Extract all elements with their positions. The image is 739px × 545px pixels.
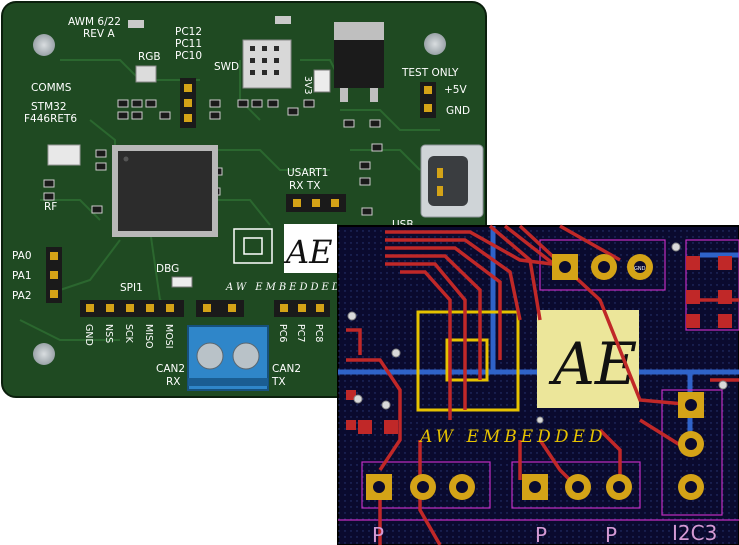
usart-header <box>286 194 346 212</box>
vias <box>347 242 728 424</box>
can-tx-label-2: TX <box>271 376 286 388</box>
smd-component <box>275 16 291 24</box>
test-header <box>420 82 436 118</box>
pc7-label: PC7 <box>295 324 306 342</box>
test-only-label: TEST ONLY <box>401 67 459 79</box>
spi-miso-label: MISO <box>143 324 154 349</box>
v33-label: 3V3 <box>302 76 313 95</box>
layout-logo-icon <box>416 310 520 412</box>
spi-label: SPI1 <box>120 282 143 294</box>
spi-sck-label: SCK <box>123 324 134 344</box>
i2c3-label: I2C3 <box>672 521 717 545</box>
plus5v-label: +5V <box>444 84 467 96</box>
crystal <box>47 144 81 166</box>
mcu-label: STM32 <box>31 101 67 113</box>
pc-low-pin-labels: PC6 PC7 PC8 <box>277 324 324 342</box>
smd-component <box>128 20 144 28</box>
can-tx-label-1: CAN2 <box>272 363 301 375</box>
stm32-mcu <box>112 145 218 237</box>
mounting-hole <box>33 343 55 365</box>
usart-rx-tx-label: RX TX <box>289 180 320 192</box>
comms-label: COMMS <box>31 82 72 94</box>
pc-header <box>180 78 196 128</box>
pc11-label: PC11 <box>175 38 202 50</box>
rgb-led <box>135 65 157 83</box>
pa-header <box>46 247 62 303</box>
rgb-label: RGB <box>138 51 161 63</box>
power-led <box>313 69 331 93</box>
pcb-layout-view: AE <box>337 224 739 545</box>
spi-mosi-label: MOSI <box>163 324 174 349</box>
partial-label-3: P <box>605 523 617 545</box>
pcb-3d-render: AWM 6/22 REV A RGB PC12 PC11 PC10 SWD 3V… <box>1 1 487 398</box>
board-title: AWM 6/22 <box>68 16 121 28</box>
dbg-label: DBG <box>156 263 179 275</box>
mcu-part-label: F446RET6 <box>24 113 77 125</box>
layout-brand-text: AW EMBEDDED <box>418 427 606 447</box>
board-logo-icon <box>233 224 337 273</box>
pa0-label: PA0 <box>12 250 32 262</box>
can-mid-header <box>196 300 244 317</box>
header-pads <box>366 254 704 500</box>
debug-led <box>171 276 193 288</box>
spi-gnd-label: GND <box>83 324 94 346</box>
pc12-label: PC12 <box>175 26 202 38</box>
rf-label: RF <box>44 201 57 213</box>
mounting-hole <box>424 33 446 55</box>
pad-gnd-label: GND <box>634 266 646 272</box>
gnd-label: GND <box>446 105 470 117</box>
can-terminal-block <box>187 325 269 391</box>
board-revision: REV A <box>83 28 115 40</box>
spi-header <box>80 300 184 317</box>
spi-nss-label: NSS <box>103 324 114 343</box>
can-rx-label-1: CAN2 <box>156 363 185 375</box>
board-logo-text: AE <box>283 233 332 271</box>
layout-logo-text: AE <box>548 330 637 398</box>
pc8-label: PC8 <box>313 324 324 342</box>
partial-label-2: P <box>535 523 547 545</box>
board-brand-text: AW EMBEDDED <box>225 282 343 293</box>
pc-low-header <box>274 300 330 317</box>
courtyard-outlines <box>338 239 739 521</box>
usart-label: USART1 <box>287 167 328 179</box>
swd-connector <box>242 39 292 89</box>
pc6-label: PC6 <box>277 324 288 342</box>
mounting-hole <box>33 34 55 56</box>
swd-label: SWD <box>214 61 239 73</box>
pc10-label: PC10 <box>175 50 202 62</box>
pa2-label: PA2 <box>12 290 32 302</box>
voltage-regulator <box>334 22 384 102</box>
smd-pads <box>346 256 732 434</box>
partial-label-1: P <box>372 523 384 545</box>
can-rx-label-2: RX <box>166 376 181 388</box>
usb-c-connector <box>420 144 484 218</box>
spi-pin-labels: GND NSS SCK MISO MOSI <box>83 324 174 349</box>
pa1-label: PA1 <box>12 270 32 282</box>
